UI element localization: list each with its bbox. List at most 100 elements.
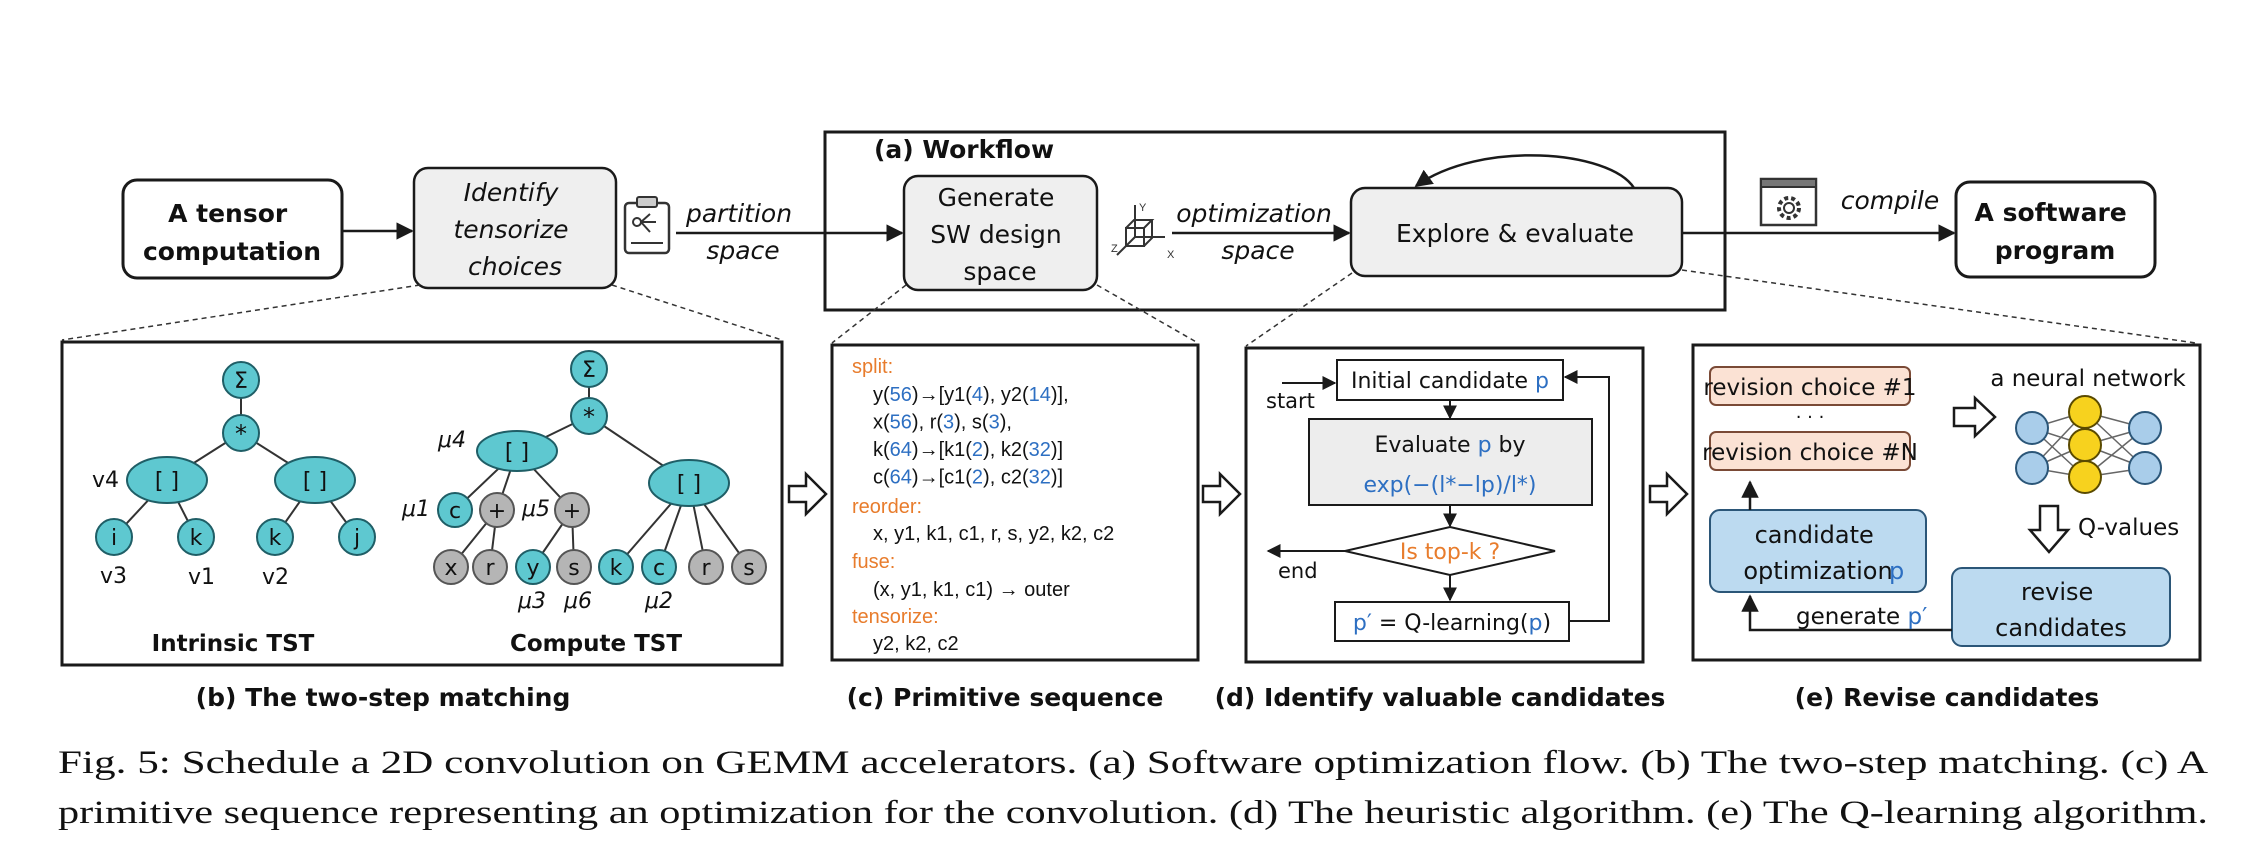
candidate-optimization-text: candidate optimization — [1743, 521, 1892, 585]
split-line-4-segment-5: ), c2( — [983, 467, 1029, 489]
panel-b-frame — [60, 340, 784, 667]
initial-candidate-box — [1336, 359, 1564, 401]
compute-sum-node: Σ — [582, 358, 596, 383]
split-line-2-segment-7: ), — [1000, 412, 1012, 434]
compute-leaf-r: r — [485, 556, 495, 581]
split-line-4-segment-6: 32 — [1029, 467, 1051, 489]
start-label: start — [1266, 389, 1315, 413]
label-mu2: μ2 — [644, 589, 673, 614]
zoom-line-b-right — [611, 284, 783, 341]
neural-network-label: a neural network — [1990, 366, 2186, 392]
panel-c-label: (c) Primitive sequence — [847, 683, 1164, 712]
compile-gear-icon — [1759, 177, 1818, 227]
generate-sw-box — [902, 174, 1099, 292]
split-line-3: k(64)→[k1(2), k2(32)] — [873, 439, 1063, 461]
evaluate-box — [1308, 418, 1593, 506]
split-line-4-segment-3: )→[c1( — [912, 467, 972, 489]
identify-tensorize-box — [412, 166, 618, 290]
candidate-optimization-p: p — [1889, 557, 1904, 585]
split-lines: y(56)→[y1(4), y2(14)],x(56), r(3), s(3),… — [873, 384, 1069, 489]
panel-b-label: (b) The two-step matching — [196, 683, 571, 712]
tensorize-line: y2, k2, c2 — [873, 633, 959, 655]
split-line-4-segment-4: 2 — [972, 467, 983, 489]
intrinsic-leaf-k1: k — [190, 526, 203, 551]
hollow-arrow-b-to-c — [787, 470, 828, 518]
compute-leaf-s: s — [568, 556, 579, 581]
panel-e-label: (e) Revise candidates — [1795, 683, 2100, 712]
q-values-label: Q-values — [2078, 515, 2179, 541]
zoom-line-c-left — [831, 284, 907, 344]
split-line-1-segment-2: 56 — [890, 384, 912, 406]
intrinsic-tst-label: Intrinsic TST — [152, 631, 315, 657]
split-line-2-segment-2: 56 — [890, 412, 912, 434]
split-line-2-segment-3: ), r( — [912, 412, 943, 434]
compute-tst-tree — [433, 350, 767, 585]
split-line-3-segment-5: ), k2( — [983, 439, 1029, 461]
split-line-3-segment-3: )→[k1( — [912, 439, 972, 461]
fuse-line: (x, y1, k1, c1) → outer — [873, 579, 1070, 601]
intrinsic-leaf-i: i — [111, 526, 117, 551]
split-line-3-segment-7: )] — [1051, 439, 1063, 461]
kw-reorder: reorder: — [852, 496, 922, 518]
split-line-4: c(64)→[c1(2), c2(32)] — [873, 467, 1063, 489]
split-line-4-segment-2: 64 — [890, 467, 912, 489]
compute-node-c: c — [449, 499, 461, 524]
explore-loop-arrow — [1414, 154, 1636, 189]
intrinsic-leaf-k2: k — [269, 526, 282, 551]
software-program-label: A software program — [1975, 198, 2136, 265]
loop-back-arrow — [1563, 370, 1610, 622]
neural-network-icon — [2015, 395, 2162, 494]
revision-dots: · · · — [1796, 407, 1825, 428]
split-line-1-segment-6: 14 — [1029, 384, 1051, 406]
compute-mul-node: * — [583, 403, 595, 431]
zoom-line-d-left — [1245, 272, 1353, 347]
is-topk-text: Is top-k ? — [1400, 540, 1500, 565]
split-line-2: x(56), r(3), s(3), — [873, 412, 1012, 434]
intrinsic-bracket-right: [ ] — [303, 469, 327, 494]
label-mu1: μ1 — [401, 497, 430, 522]
identify-tensorize-label: Identify tensorize choices — [453, 178, 576, 281]
label-mu4: μ4 — [437, 428, 466, 453]
revision-choice-1-box — [1709, 366, 1911, 406]
label-v4: v4 — [92, 468, 119, 493]
split-line-1-segment-5: ), y2( — [983, 384, 1029, 406]
evaluate-text: Evaluate p by — [1374, 433, 1525, 458]
label-mu5: μ5 — [521, 497, 550, 522]
intrinsic-mul-node: * — [235, 420, 247, 448]
split-line-4-segment-7: )] — [1051, 467, 1063, 489]
clipboard-icon — [623, 196, 671, 255]
panel-c-frame — [830, 343, 1200, 662]
compute-tst-label: Compute TST — [510, 631, 682, 657]
initial-candidate-text: Initial candidate p — [1351, 369, 1549, 394]
compute-leaf-y: y — [526, 556, 539, 581]
split-line-4-segment-1: c( — [873, 467, 890, 489]
revise-candidates-text: revise candidates — [1995, 578, 2127, 642]
arrow-revise-to-candidate — [1741, 594, 1952, 632]
generate-sw-label: Generate SW design space — [930, 183, 1069, 286]
hollow-arrow-to-network — [1952, 395, 1997, 439]
compute-leaf-k: k — [610, 556, 623, 581]
kw-split: split: — [852, 356, 893, 378]
split-line-2-segment-1: x( — [873, 412, 890, 434]
compute-leaf-c: c — [653, 556, 665, 581]
split-line-1-segment-3: )→[y1( — [912, 384, 972, 406]
split-line-1-segment-4: 4 — [972, 384, 983, 406]
panel-d-frame — [1244, 346, 1645, 664]
zoom-line-e-right — [1681, 269, 2197, 344]
hollow-arrow-qvalues — [2027, 504, 2071, 554]
axis-z-letter: Z — [1111, 243, 1118, 255]
evaluate-formula: exp(−(l*−lp)/l*) — [1363, 473, 1536, 498]
intrinsic-leaf-j: j — [353, 526, 360, 551]
hollow-arrow-d-to-e — [1648, 470, 1689, 518]
workflow-title: (a) Workflow — [874, 135, 1054, 164]
kw-fuse: fuse: — [852, 551, 895, 573]
compute-leaf-r2: r — [701, 556, 711, 581]
intrinsic-bracket-left: [ ] — [155, 469, 179, 494]
revision-choice-n-box — [1709, 431, 1911, 471]
compile-label: compile — [1841, 186, 1940, 215]
split-line-3-segment-2: 64 — [890, 439, 912, 461]
tensor-computation-label: A tensor computation — [143, 199, 321, 266]
intrinsic-sum-node: Σ — [234, 369, 248, 394]
reorder-line: x, y1, k1, c1, r, s, y2, k2, c2 — [873, 523, 1114, 545]
optimization-space-label: optimization space — [1176, 199, 1340, 265]
